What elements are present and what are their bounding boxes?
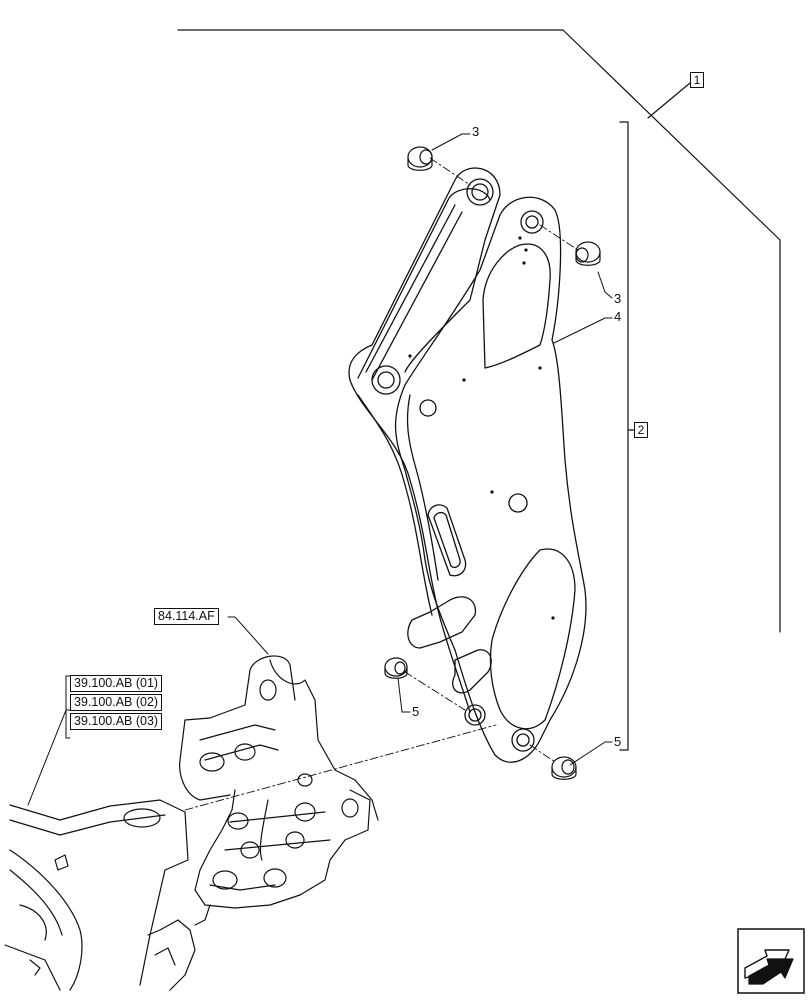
arm-small-holes xyxy=(408,236,555,620)
bushing-top xyxy=(407,146,433,171)
ref-link-39-100-ab-03[interactable]: 39.100.AB (03) xyxy=(70,713,163,730)
ref-link-group-39-100-ab: 39.100.AB (01) 39.100.AB (02) 39.100.AB … xyxy=(70,675,163,732)
callout-arm: 4 xyxy=(614,309,622,324)
ref-leader-39 xyxy=(27,709,71,806)
bushing-right xyxy=(575,241,601,266)
chassis-frame xyxy=(4,655,379,991)
ref-leader-84 xyxy=(227,616,269,655)
ref-link-39-100-ab-01[interactable]: 39.100.AB (01) xyxy=(70,675,163,692)
callout-bushing-lower-right: 5 xyxy=(614,734,622,749)
ref-link-39-100-ab-02[interactable]: 39.100.AB (02) xyxy=(70,694,163,711)
subassembly-bracket xyxy=(619,121,635,751)
callout-bushing-lower-left: 5 xyxy=(412,704,420,719)
callout-assembly: 1 xyxy=(690,72,704,88)
centerlines xyxy=(184,157,579,811)
callout-bushing-right: 3 xyxy=(614,291,622,306)
bushing-lower-left xyxy=(384,657,408,679)
ref-link-84-114-af[interactable]: 84.114.AF xyxy=(154,608,219,625)
assembly-bracket-line xyxy=(177,29,781,633)
callout-subassembly: 2 xyxy=(634,422,648,438)
callout-bushing-top: 3 xyxy=(472,124,480,139)
next-page-arrow-icon[interactable] xyxy=(737,928,805,994)
ref-group-bracket xyxy=(65,675,71,739)
leader-lines xyxy=(397,133,613,766)
bushing-lower-right xyxy=(551,756,577,780)
loader-arm xyxy=(348,167,587,763)
